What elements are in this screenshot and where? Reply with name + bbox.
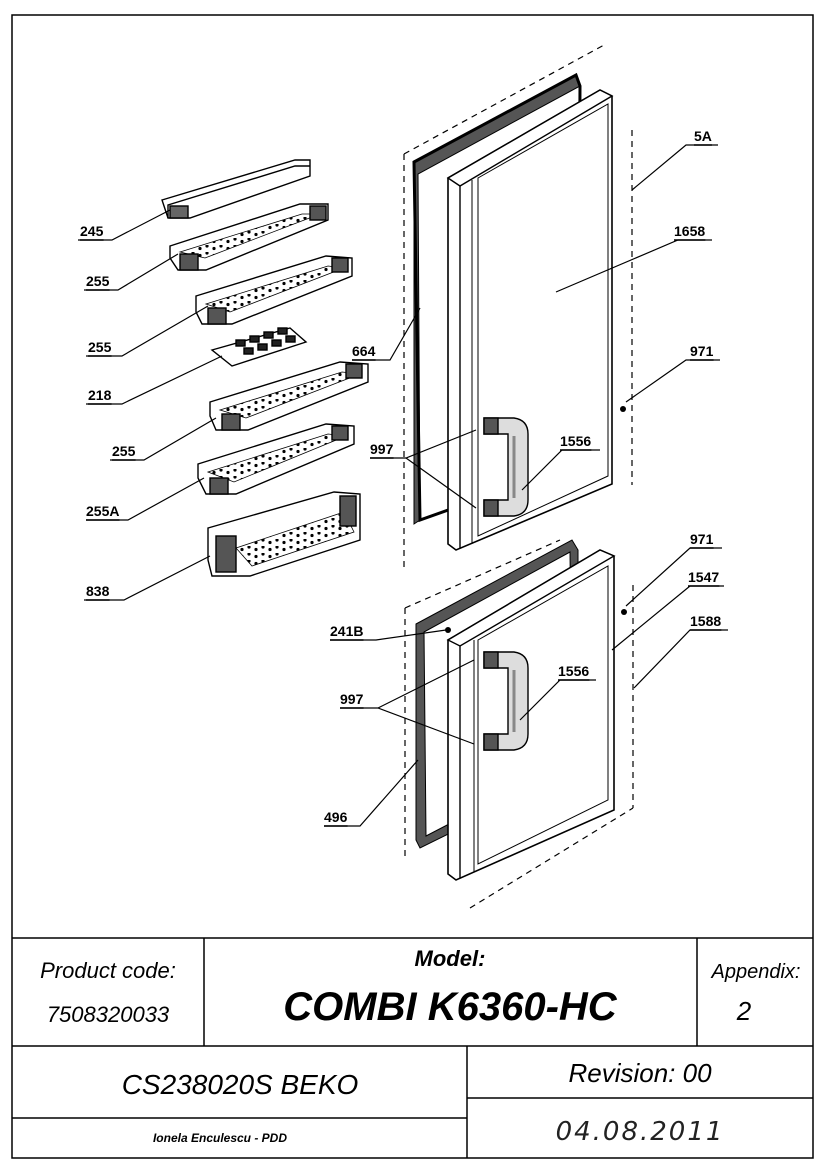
callout-971-lower: 971 xyxy=(690,531,714,547)
appendix-label: Appendix: xyxy=(711,961,801,983)
part-245-cover xyxy=(161,159,311,219)
callout-241B: 241B xyxy=(330,623,363,639)
model-label: Model: xyxy=(415,946,486,971)
revision: Revision: 00 xyxy=(568,1058,712,1088)
callout-245: 245 xyxy=(80,223,104,239)
part-255-shelf-c xyxy=(209,361,369,431)
product-code-label: Product code: xyxy=(40,958,176,983)
part-255-shelf-b xyxy=(195,255,353,325)
product-code: 7508320033 xyxy=(47,1002,170,1027)
callout-255-a: 255 xyxy=(86,273,110,289)
drawing-border xyxy=(11,14,814,1159)
callout-971-upper: 971 xyxy=(690,343,714,359)
callout-838: 838 xyxy=(86,583,110,599)
callout-997-upper: 997 xyxy=(370,441,394,457)
part-255A-shelf xyxy=(197,423,355,495)
title-block xyxy=(12,937,813,1158)
document-code: CS238020S BEKO xyxy=(122,1069,359,1100)
callout-218: 218 xyxy=(88,387,112,403)
callout-1658: 1658 xyxy=(674,223,705,239)
callout-255-c: 255 xyxy=(112,443,136,459)
part-218-egg-tray xyxy=(210,327,308,367)
author: Ionela Enculescu - PDD xyxy=(153,1131,287,1145)
part-838-bottle-shelf xyxy=(207,491,361,577)
date: 04.08.2011 xyxy=(556,1117,725,1147)
callout-255-b: 255 xyxy=(88,339,112,355)
lower-door-assembly xyxy=(404,539,634,909)
model-name: COMBI K6360-HC xyxy=(283,985,618,1029)
callout-1547: 1547 xyxy=(688,569,719,585)
callout-496: 496 xyxy=(324,809,348,825)
callout-997-lower: 997 xyxy=(340,691,364,707)
callout-1556-upper: 1556 xyxy=(560,433,591,449)
upper-door-assembly xyxy=(403,44,633,570)
callout-255A: 255A xyxy=(86,503,119,519)
lower-handle xyxy=(483,651,529,751)
callout-5A: 5A xyxy=(694,128,712,144)
callout-1588: 1588 xyxy=(690,613,721,629)
callout-664: 664 xyxy=(352,343,376,359)
callout-1556-lower: 1556 xyxy=(558,663,589,679)
appendix-number: 2 xyxy=(736,996,752,1026)
callout-labels: 245 255 255 218 255 255A 838 5A 1658 664… xyxy=(78,128,722,827)
part-255-shelf-a xyxy=(169,203,329,271)
upper-handle xyxy=(483,417,529,517)
